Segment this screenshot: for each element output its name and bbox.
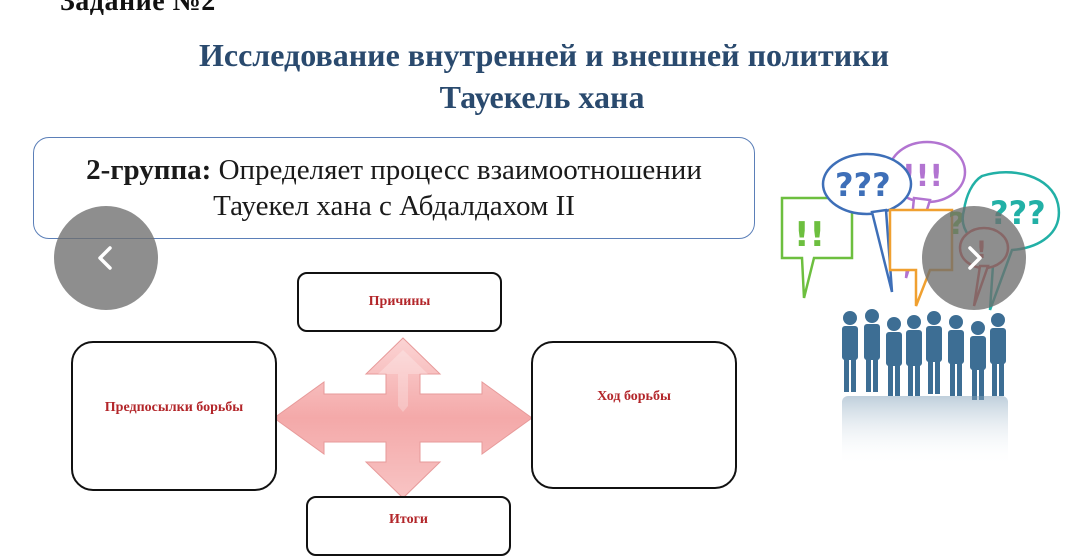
task-box: 2-группа: Определяет процесс взаимоотнош…	[33, 137, 755, 239]
chevron-right-icon	[968, 246, 982, 270]
results-box: Итоги	[306, 496, 511, 556]
slide-header: Задание №2	[60, 0, 216, 17]
previous-slide-button[interactable]	[54, 206, 158, 310]
preconditions-box: Предпосылки борьбы	[71, 341, 277, 491]
causes-label: Причины	[368, 294, 431, 309]
task-line1: 2-группа: Определяет процесс взаимоотнош…	[34, 152, 754, 188]
causes-box: Причины	[297, 272, 502, 332]
slide-title-line2: Тауекель хана	[439, 79, 645, 115]
bubble-text-1: ???	[835, 166, 891, 204]
preconditions-label: Предпосылки борьбы	[104, 400, 244, 415]
chevron-left-icon	[98, 246, 112, 270]
task-text-line1: Определяет процесс взаимоотношении	[218, 154, 702, 186]
people-discussion-illustration: !! !!! ??? ? ??? !	[780, 140, 1061, 466]
course-label: Ход борьбы	[597, 389, 671, 404]
course-box: Ход борьбы	[531, 341, 737, 489]
next-slide-button[interactable]	[922, 206, 1026, 310]
bubble-text-3: !!	[794, 215, 825, 255]
speech-bubble-blue-icon	[821, 152, 913, 293]
crowd-icon	[842, 309, 1006, 400]
task-text-line2: Тауекел хана с Абдалдахом II	[213, 190, 575, 222]
slide-title-line1: Исследование внутренней и внешней полити…	[198, 37, 889, 73]
crowd-reflection-icon	[842, 396, 1008, 466]
four-way-arrow-icon	[273, 337, 533, 499]
group-label: 2-группа:	[86, 154, 212, 186]
results-label: Итоги	[388, 512, 428, 527]
